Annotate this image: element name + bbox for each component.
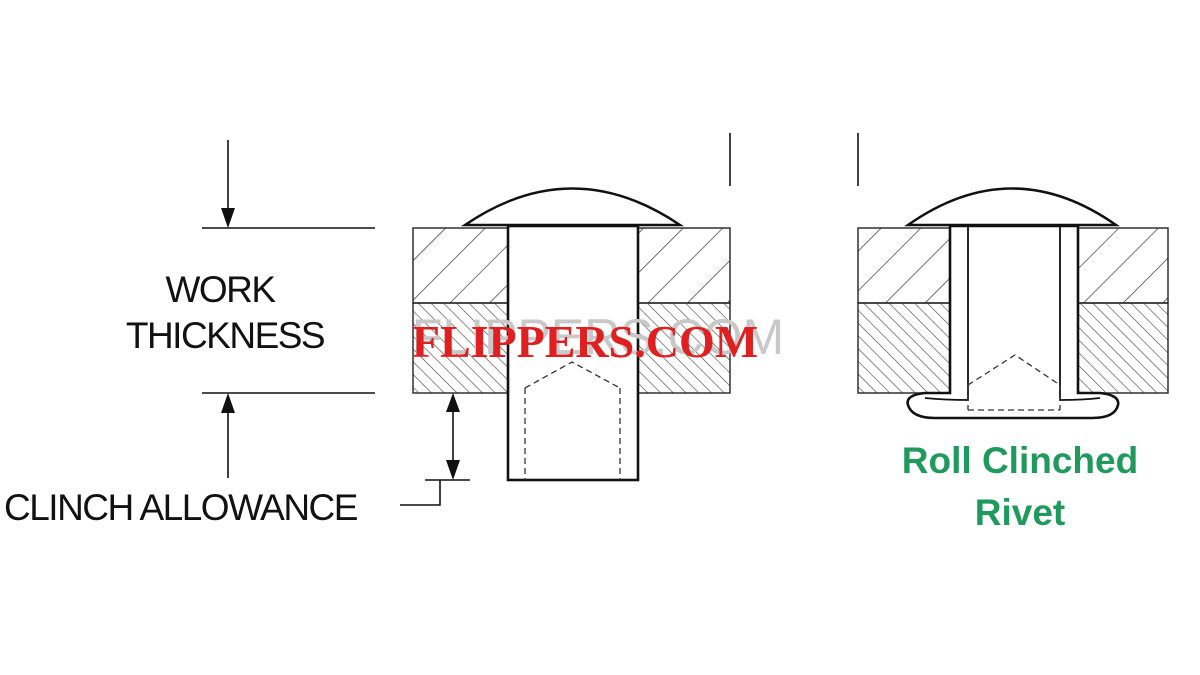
clinch-allowance-dimension bbox=[400, 412, 470, 506]
rc-top-plate-right bbox=[1077, 227, 1169, 304]
bottom-plate-right bbox=[637, 302, 731, 394]
rivet-before-clinch bbox=[412, 187, 731, 482]
roll-clinched-label-line1: Roll Clinched bbox=[902, 440, 1138, 481]
rc-bottom-plate-right bbox=[1077, 302, 1169, 394]
watermark-text: FLIPPERS.COM bbox=[412, 316, 758, 367]
rc-bottom-plate-left bbox=[857, 302, 951, 394]
work-label-line2: THICKNESS bbox=[126, 315, 324, 356]
watermark-shadow-text: FLIPPERS.COM bbox=[412, 309, 784, 365]
clinch-down-arrow-icon bbox=[446, 460, 460, 480]
watermark: FLIPPERS.COM FLIPPERS.COM bbox=[412, 309, 784, 367]
clinch-leader-line bbox=[400, 480, 441, 506]
rivet-head bbox=[460, 187, 685, 227]
rc-top-plate-left bbox=[857, 227, 951, 304]
hidden-hole-outline bbox=[524, 361, 621, 480]
rc-rivet-shank bbox=[906, 224, 1120, 420]
work-thickness-dimension bbox=[202, 140, 375, 478]
up-arrow-icon bbox=[221, 393, 235, 413]
rc-hidden-hole-outline bbox=[967, 354, 1061, 411]
roll-clinched-label-line2: Rivet bbox=[975, 492, 1065, 533]
top-plate-right bbox=[637, 227, 731, 304]
down-arrow-icon bbox=[221, 208, 235, 228]
rivet-shank bbox=[506, 224, 640, 482]
roll-clinched-rivet bbox=[857, 187, 1169, 420]
top-plate-left bbox=[412, 227, 509, 304]
work-label-line1: WORK bbox=[165, 269, 276, 310]
clinch-up-arrow-icon bbox=[446, 393, 460, 412]
rc-rivet-head bbox=[904, 187, 1120, 227]
clinch-allowance-label: CLINCH ALLOWANCE bbox=[4, 487, 358, 528]
